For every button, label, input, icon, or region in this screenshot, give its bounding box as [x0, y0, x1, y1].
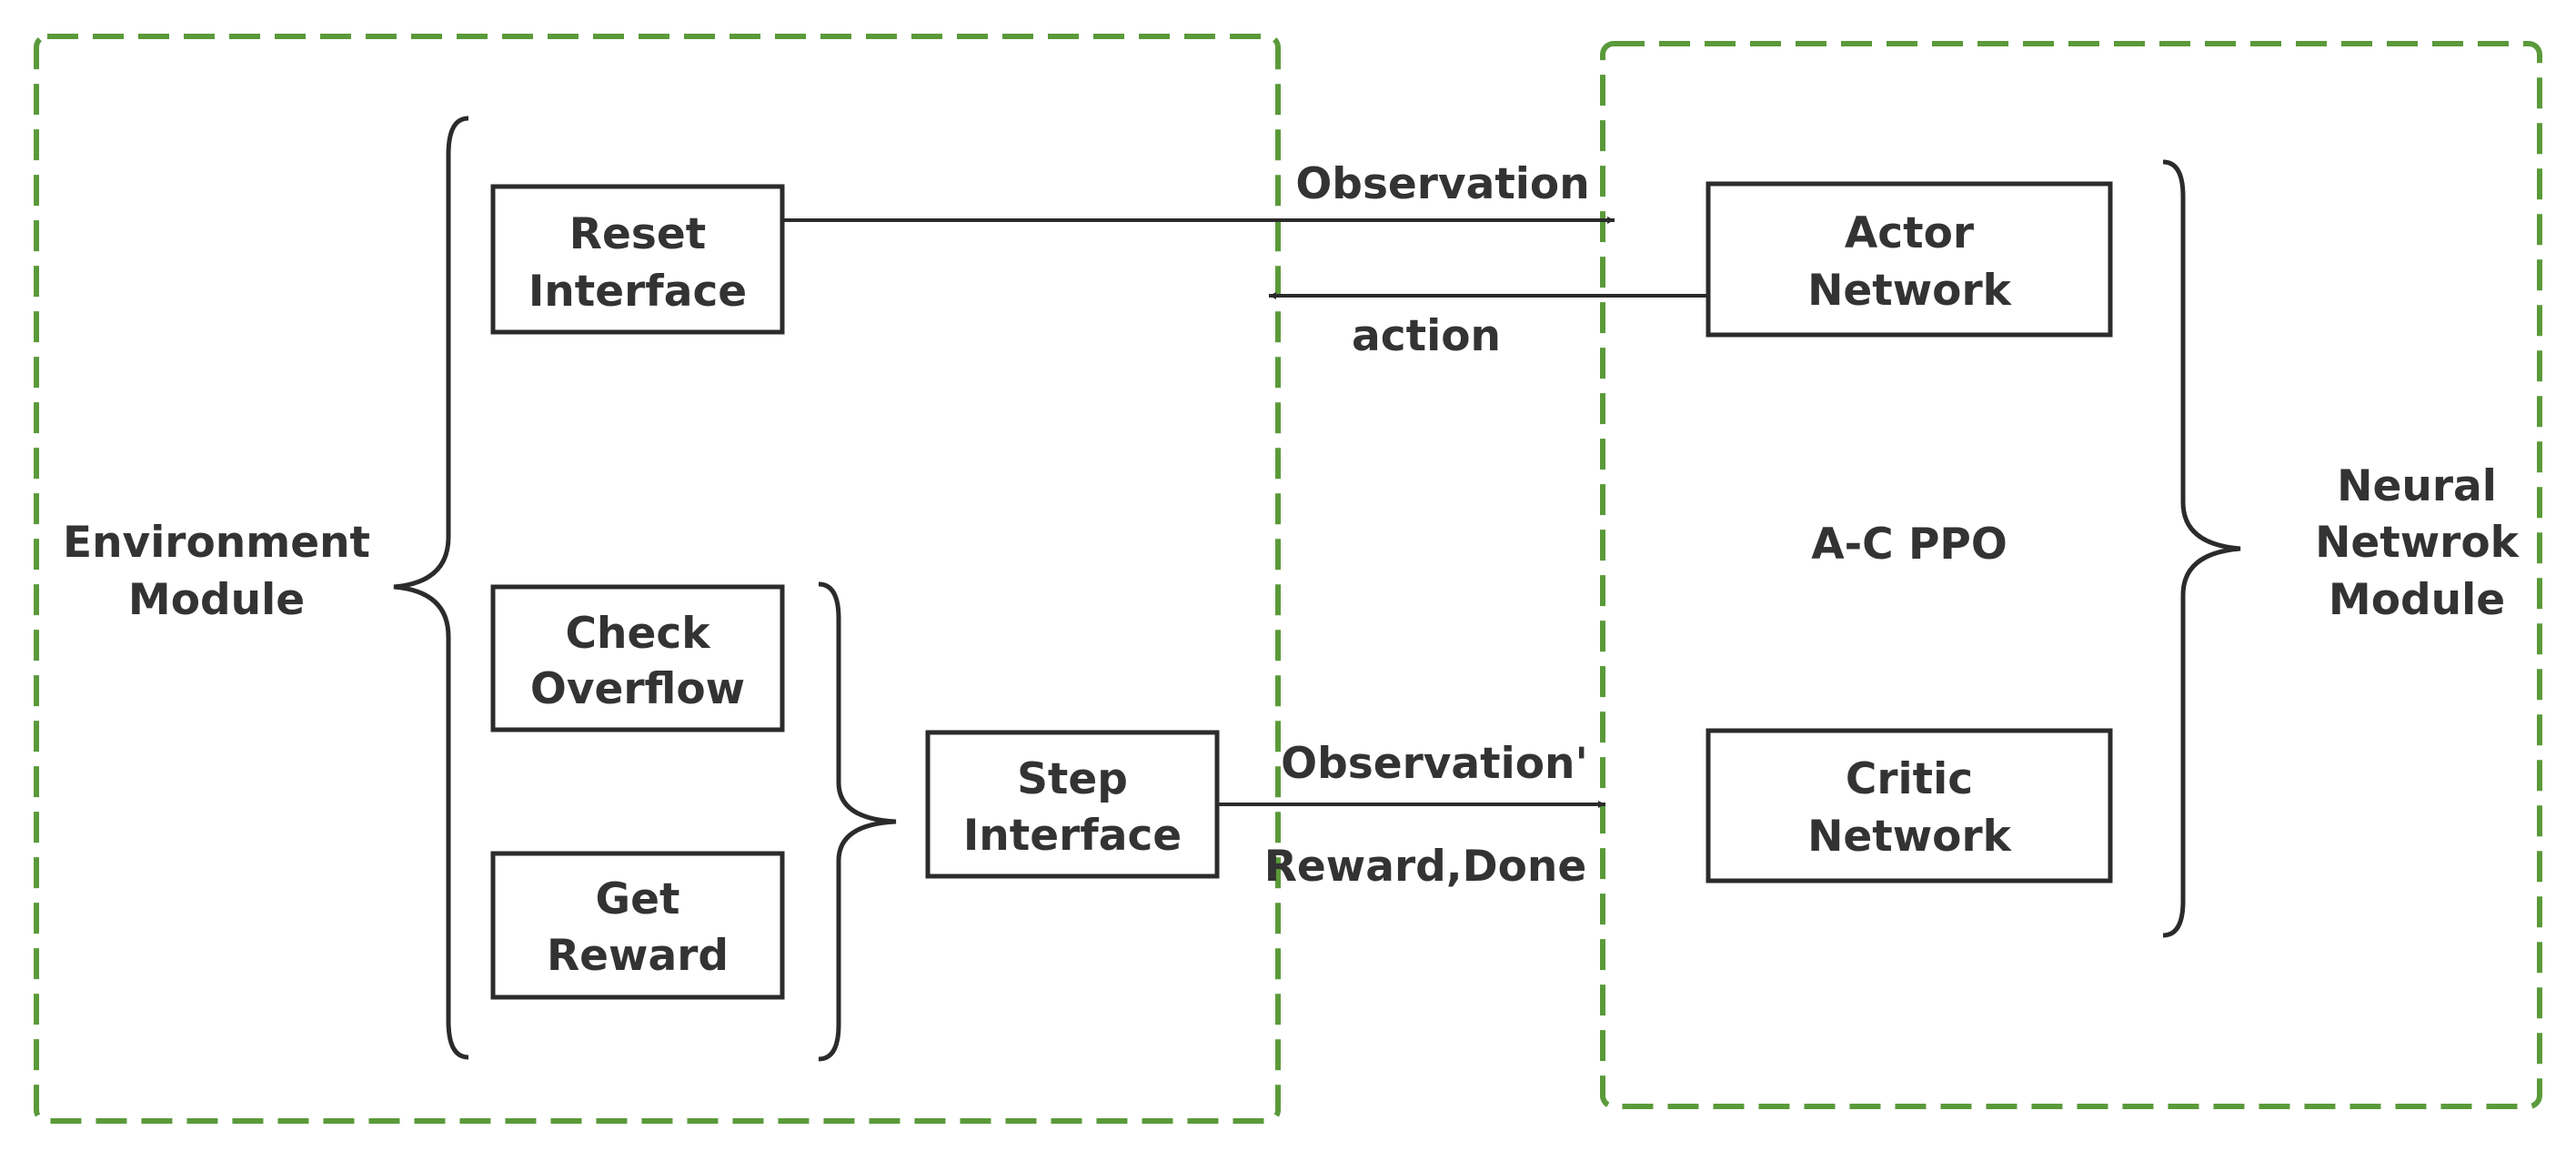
neural-network-module-label-line3: Module	[2329, 575, 2505, 625]
neural-network-module-container	[1600, 41, 2542, 1109]
actor-network-box	[1706, 181, 2113, 338]
neural-network-module-label-line2: Netwrok	[2315, 518, 2521, 568]
get-reward-label-line2: Reward	[547, 931, 729, 981]
neural-network-brace	[2162, 159, 2241, 938]
check-overflow-label-line2: Overflow	[530, 664, 745, 714]
reset-interface-label-line1: Reset	[569, 209, 706, 259]
reset-interface-label-line2: Interface	[528, 267, 747, 317]
environment-module-label-line1: Environment	[63, 518, 370, 568]
actor-network-label-line1: Actor	[1845, 208, 1975, 258]
step-interface-label-line1: Step	[1017, 754, 1128, 804]
algorithm-label: A-C PPO	[1811, 520, 2007, 570]
get-reward-box	[490, 851, 785, 1000]
actor-network-label-line2: Network	[1807, 266, 2013, 316]
environment-module-container	[34, 34, 1281, 1124]
observation-prime-arrow-label: Observation'	[1281, 739, 1588, 789]
step-interface-label-line2: Interface	[963, 811, 1182, 861]
reset-interface-box	[490, 184, 785, 335]
neural-network-module-label-line1: Neural	[2337, 461, 2497, 511]
get-reward-label-line1: Get	[596, 874, 680, 924]
observation-arrow-label: Observation	[1295, 159, 1589, 209]
environment-brace	[393, 116, 469, 1060]
reward-done-arrow-label: Reward,Done	[1264, 842, 1587, 892]
critic-network-label-line1: Critic	[1846, 754, 1973, 804]
critic-network-label-line2: Network	[1807, 812, 2013, 862]
action-arrow-label: action	[1352, 311, 1501, 361]
check-overflow-box	[490, 584, 785, 732]
step-brace	[818, 581, 897, 1062]
environment-module-label-line2: Module	[128, 575, 305, 625]
check-overflow-label-line1: Check	[566, 609, 712, 659]
critic-network-box	[1706, 728, 2113, 883]
